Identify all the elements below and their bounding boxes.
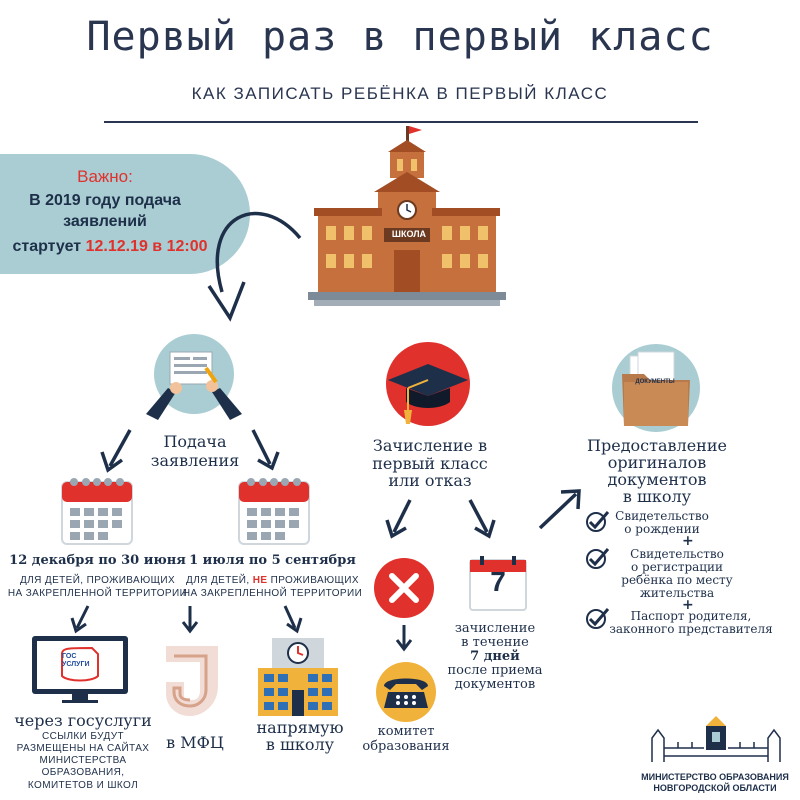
originals-label-4: в школу <box>622 487 692 506</box>
header-divider <box>104 121 698 123</box>
doc-item-1-line-1: Свидетельство <box>615 509 709 523</box>
enrollment-label-1: Зачисление в <box>372 436 488 455</box>
plus-separator-1: + <box>682 533 694 549</box>
period-1-note-1: ДЛЯ ДЕТЕЙ, ПРОЖИВАЮЩИХ <box>19 575 176 586</box>
gosuslugi-note-2: РАЗМЕЩЕНЫ НА САЙТАХ <box>16 743 150 754</box>
originals-label-3: документов <box>607 470 707 489</box>
gosuslugi-logo: ГОС УСЛУГИ <box>62 653 98 669</box>
checkmark-icon <box>586 511 610 532</box>
period-2-note-prefix: ДЛЯ ДЕТЕЙ, <box>186 575 253 586</box>
timing-line-3: 7 дней <box>470 649 520 664</box>
gosuslugi-note-5: КОМИТЕТОВ И ШКОЛ <box>27 780 139 791</box>
ministry-name-line-1: МИНИСТЕРСТВО ОБРАЗОВАНИЯ <box>641 772 789 782</box>
gosuslugi-logo-line-2: УСЛУГИ <box>62 661 90 668</box>
documents-folder-icon <box>612 344 700 432</box>
enrollment-label-2: первый класс <box>372 454 488 473</box>
important-start-word: стартует <box>12 238 86 255</box>
application-form-icon <box>146 334 242 420</box>
calendar-icon <box>61 478 133 545</box>
monitor-icon <box>32 636 128 703</box>
application-label-1: Подача <box>163 432 227 451</box>
page-title: Первый раз в первый класс <box>86 14 714 60</box>
timing-line-2: в течение <box>461 635 529 650</box>
enrollment-label-3: или отказ <box>388 471 472 490</box>
calendar-icon <box>238 478 310 545</box>
checkmark-icon <box>586 548 610 569</box>
doc-item-2-line-3: ребёнка по месту <box>621 573 733 587</box>
plus-separator-2: + <box>682 597 694 613</box>
important-line-2: заявлений <box>63 213 147 230</box>
checkmark-icon <box>586 608 610 629</box>
originals-label-1: Предоставление <box>587 436 727 455</box>
school-small-icon <box>258 638 338 716</box>
period-2-dates: 1 июля по 5 сентября <box>189 553 356 568</box>
timing-line-4: после приема <box>447 663 543 678</box>
mfc-logo-icon <box>166 646 218 716</box>
doc-item-3-line-1: Паспорт родителя, <box>630 609 752 623</box>
refusal-x-icon <box>374 558 434 618</box>
originals-label-2: оригиналов <box>607 453 707 472</box>
ministry-name-line-2: НОВГОРОДСКОЙ ОБЛАСТИ <box>653 783 777 793</box>
timing-line-1: зачисление <box>454 621 536 636</box>
gosuslugi-logo-line-1: ГОС <box>62 653 77 660</box>
calendar-day-number: 7 <box>490 566 506 597</box>
direct-school-label-2: в школу <box>265 735 335 754</box>
page-subtitle: КАК ЗАПИСАТЬ РЕБЁНКА В ПЕРВЫЙ КЛАСС <box>191 84 609 103</box>
direct-school-label-1: напрямую <box>256 718 344 737</box>
telephone-icon <box>376 662 436 722</box>
gosuslugi-note-3: МИНИСТЕРСТВА <box>39 755 127 766</box>
period-2-note-1: ДЛЯ ДЕТЕЙ, НЕ ПРОЖИВАЮЩИХ <box>180 575 365 587</box>
school-sign: ШКОЛА <box>391 229 427 239</box>
calendar-7-icon <box>469 556 527 611</box>
committee-label-1: комитет <box>377 724 435 739</box>
gosuslugi-note-4: ОБРАЗОВАНИЯ, <box>41 767 125 778</box>
important-bubble <box>0 154 250 274</box>
graduation-cap-icon <box>386 342 470 426</box>
period-2-note-2: НА ЗАКРЕПЛЕННОЙ ТЕРРИТОРИИ <box>182 588 363 599</box>
committee-label-2: образования <box>362 739 450 754</box>
important-line-3: стартует 12.12.19 в 12:00 <box>0 238 220 256</box>
doc-item-2-line-1: Свидетельство <box>630 547 724 561</box>
gosuslugi-label: через госуслуги <box>14 711 152 730</box>
ministry-kremlin-logo-icon <box>651 716 781 762</box>
doc-item-1-line-2: о рождении <box>624 522 700 536</box>
important-line-1: В 2019 году подача <box>29 192 181 209</box>
gosuslugi-note-1: ССЫЛКИ БУДУТ <box>41 731 125 742</box>
doc-item-2-line-2: о регистрации <box>630 560 723 574</box>
important-start-date: 12.12.19 в 12:00 <box>85 238 208 255</box>
period-2-note-not: НЕ <box>252 575 268 586</box>
documents-folder-label: ДОКУМЕНТЫ <box>635 379 675 385</box>
doc-item-3-line-2: законного представителя <box>609 622 773 636</box>
mfc-label: в МФЦ <box>166 733 224 752</box>
period-1-note-2: НА ЗАКРЕПЛЕННОЙ ТЕРРИТОРИИ <box>7 588 188 599</box>
period-2-note-suffix: ПРОЖИВАЮЩИХ <box>267 575 359 586</box>
important-title: Важно: <box>77 167 133 186</box>
application-label-2: заявления <box>150 451 240 470</box>
school-building-icon <box>308 126 506 306</box>
period-1-dates: 12 декабря по 30 июня <box>9 553 186 568</box>
doc-item-2-line-4: жительства <box>639 586 715 600</box>
timing-line-5: документов <box>454 677 536 692</box>
